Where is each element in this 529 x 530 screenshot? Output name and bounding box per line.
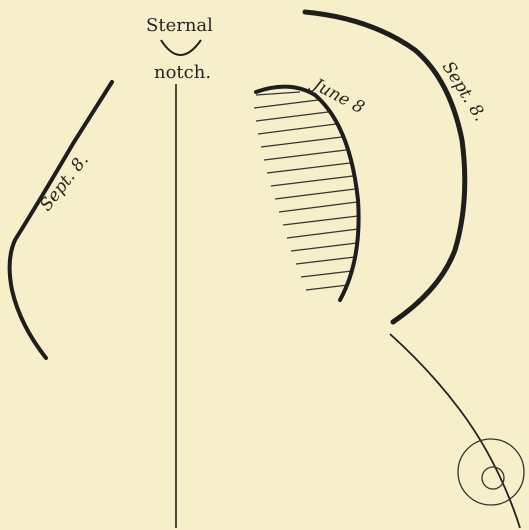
sept-right-curve [305,12,465,322]
nipple-outer-circle [458,439,524,505]
sternal-notch-curve [161,40,201,55]
june-hatching [254,92,358,290]
label-june: June 8 [307,73,368,118]
label-sternal: Sternal [146,15,213,36]
sept-left-curve [10,82,112,358]
lower-right-line [390,334,520,528]
label-notch: notch. [154,62,211,83]
